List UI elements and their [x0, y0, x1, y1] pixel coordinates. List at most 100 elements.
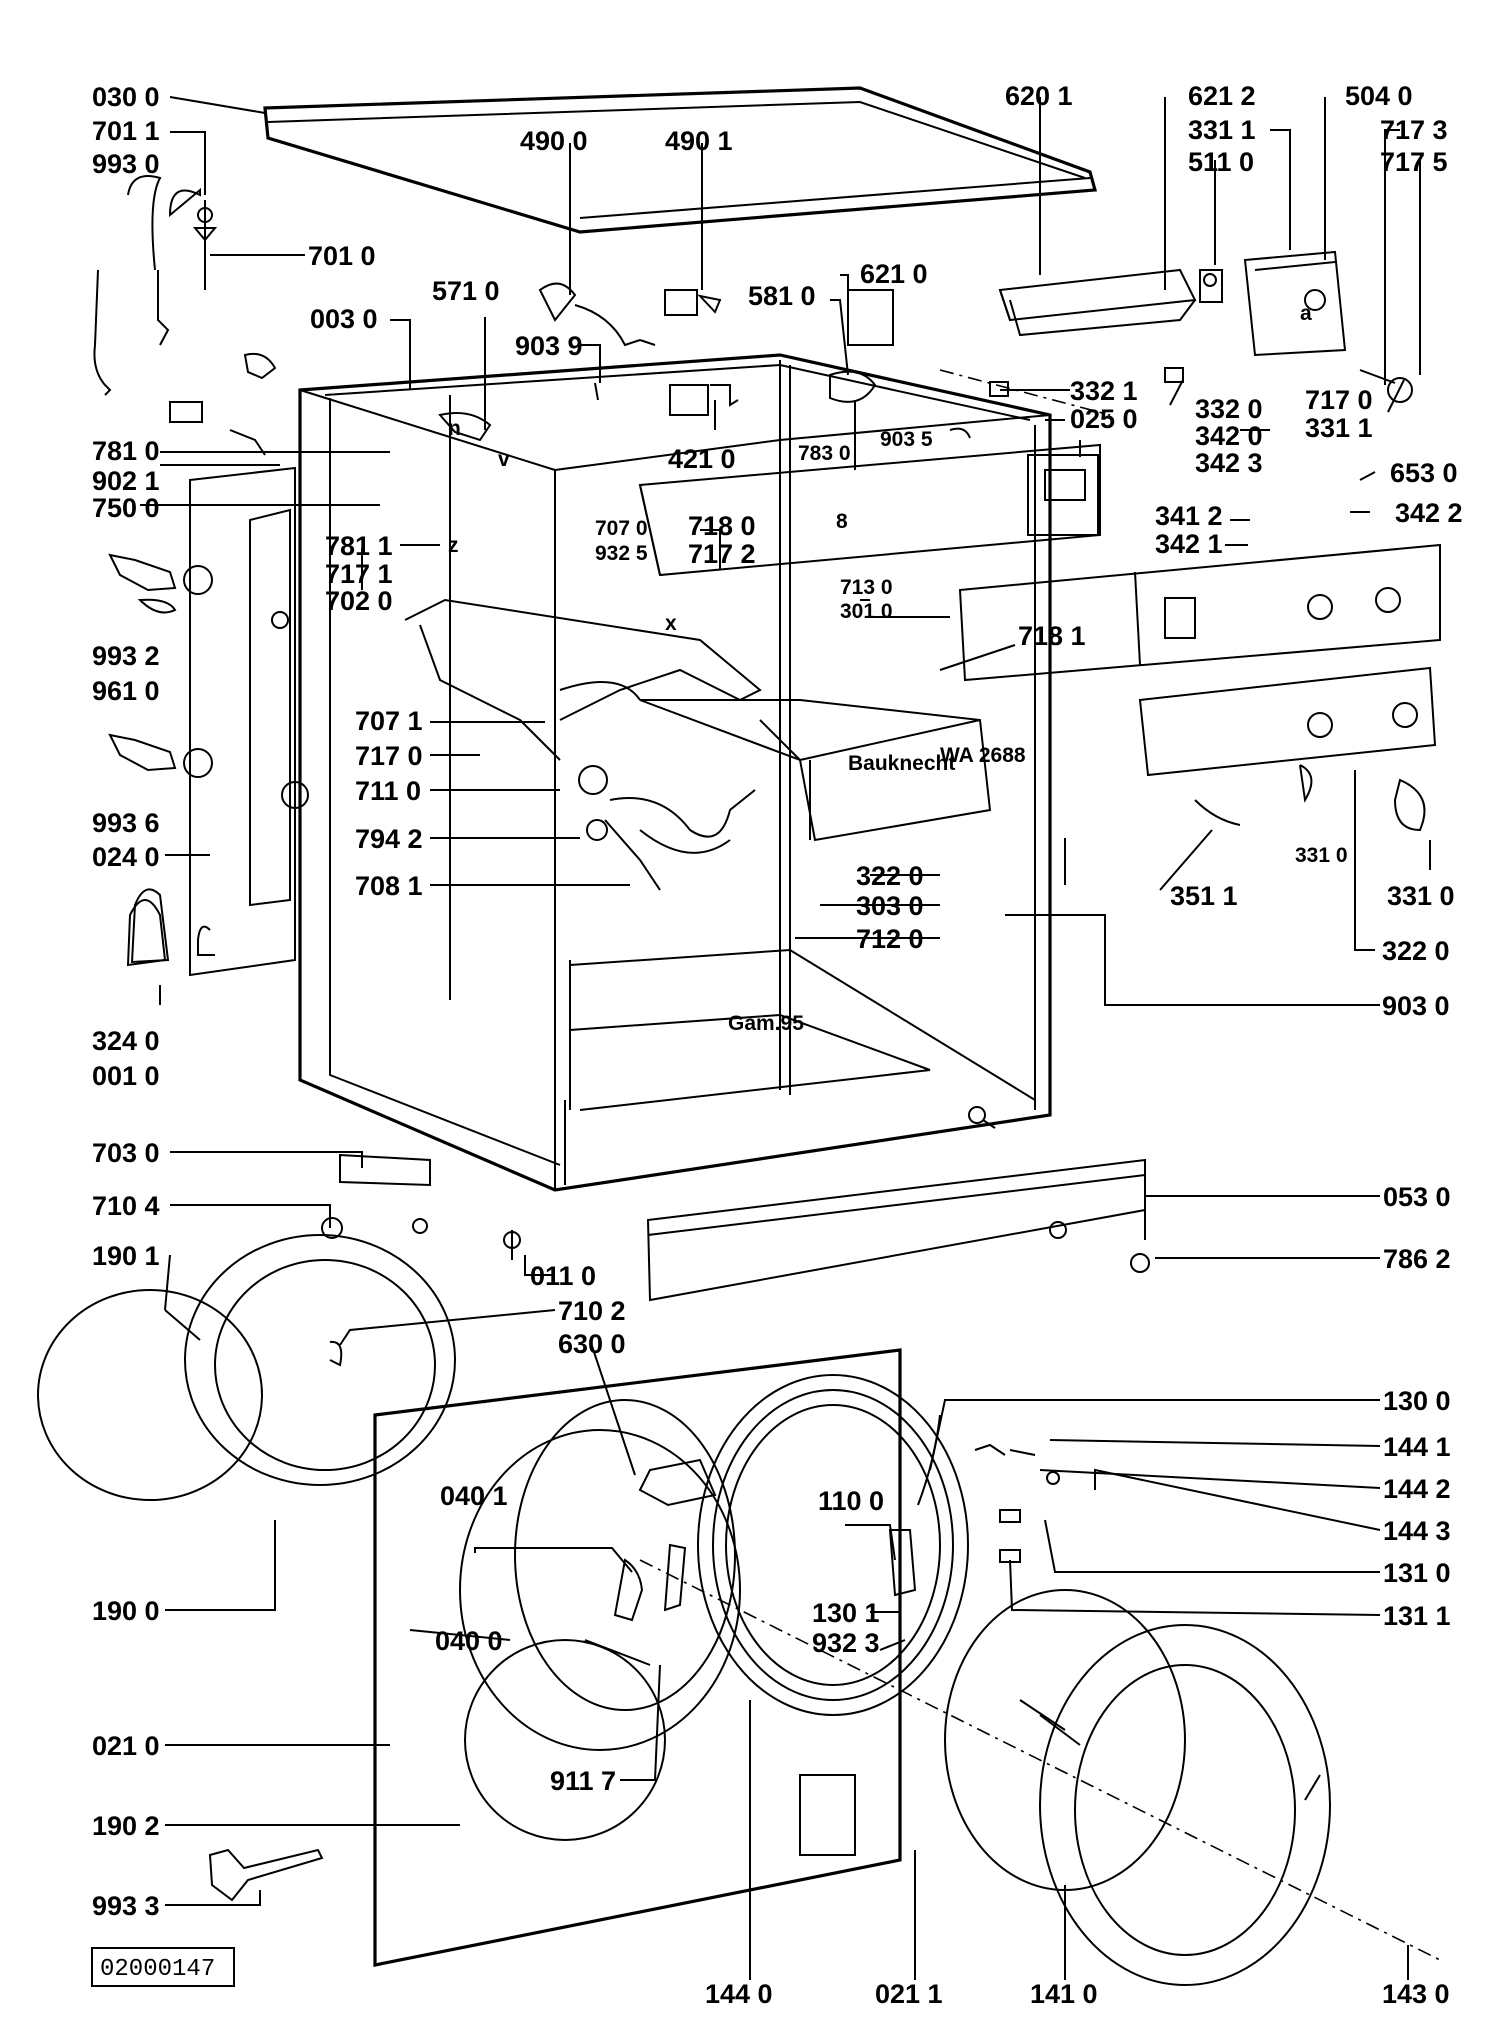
part-label: 707 0	[595, 517, 648, 540]
part-label: 351 1	[1170, 881, 1238, 911]
part-label: 621 0	[860, 259, 928, 289]
part-label: 342 1	[1155, 529, 1223, 559]
inline-letter: a	[1300, 302, 1312, 325]
model-text: WA 2688	[940, 744, 1026, 767]
part-label: 718 1	[1018, 621, 1086, 651]
part-label: 342 3	[1195, 448, 1263, 478]
part-label: 421 0	[668, 444, 736, 474]
part-label: 717 5	[1380, 147, 1448, 177]
part-label: 701 0	[308, 241, 376, 271]
inline-letter: x	[665, 612, 677, 635]
drum-rear	[37, 1153, 521, 1501]
part-label: 701 1	[92, 116, 160, 146]
rear-panel	[189, 466, 309, 977]
part-label: 750 0	[92, 493, 160, 523]
part-label: 331 1	[1305, 413, 1373, 443]
top-axis	[939, 369, 1111, 416]
part-label: 141 0	[1030, 1979, 1098, 2009]
part-label: 710 4	[92, 1191, 160, 1221]
inline-letter: 8	[836, 510, 848, 533]
part-label: 332 1	[1070, 376, 1138, 406]
part-label: 110 0	[818, 1486, 884, 1516]
part-label: 001 0	[92, 1061, 160, 1091]
part-label: 331 1	[1188, 115, 1256, 145]
switch-block	[989, 250, 1413, 403]
part-label: 707 1	[355, 706, 423, 736]
brand-text: Bauknecht	[848, 752, 955, 775]
part-label: 490 1	[665, 126, 733, 156]
part-label: 130 0	[1383, 1386, 1451, 1416]
part-label: 144 0	[705, 1979, 773, 2009]
drawing-code: 02000147	[100, 1956, 215, 1983]
spanner	[208, 1848, 324, 1902]
part-label: 143 0	[1382, 1979, 1450, 2009]
part-label: 341 2	[1155, 501, 1223, 531]
part-label: 040 1	[440, 1481, 508, 1511]
part-label: 903 9	[515, 331, 583, 361]
part-label: 011 0	[530, 1261, 596, 1291]
stamp-text: Gam.95	[728, 1012, 804, 1035]
center-axis	[639, 1559, 1441, 1961]
part-label: 717 1	[325, 559, 393, 589]
front-panel	[373, 1348, 902, 1967]
part-label: 303 0	[856, 891, 924, 921]
part-label: 621 2	[1188, 81, 1256, 111]
leader-lines	[140, 96, 1431, 1980]
foot	[126, 899, 167, 967]
part-label: 702 0	[325, 586, 393, 616]
part-label: 993 0	[92, 149, 160, 179]
part-label: 711 0	[355, 776, 421, 806]
left-small-parts	[93, 175, 277, 964]
part-label: 190 0	[92, 1596, 160, 1626]
part-label: 717 0	[1305, 385, 1373, 415]
part-label: 993 2	[92, 641, 160, 671]
door-glass	[944, 1589, 1331, 1986]
part-label: 342 2	[1395, 498, 1463, 528]
part-labels: 030 0 701 1 993 0 701 0 003 0 781 0 902 …	[92, 81, 1463, 2009]
part-label: 324 0	[92, 1026, 160, 1056]
part-label: 322 0	[1382, 936, 1450, 966]
part-label: 581 0	[748, 281, 816, 311]
part-label: 342 0	[1195, 421, 1263, 451]
part-label: 130 1	[812, 1598, 880, 1628]
dispenser	[404, 443, 1101, 891]
part-label: 331 0	[1295, 844, 1348, 867]
part-label: 794 2	[355, 824, 423, 854]
machine-illustration: Bauknecht WA 2688 Gam.95	[37, 86, 1441, 1986]
control-panel	[958, 543, 1441, 832]
part-label: 718 0	[688, 511, 756, 541]
part-label: 993 3	[92, 1891, 160, 1921]
part-label: 902 1	[92, 466, 160, 496]
part-label: 781 0	[92, 436, 160, 466]
part-label: 331 0	[1387, 881, 1455, 911]
part-label: 021 0	[92, 1731, 160, 1761]
inline-letter: v	[498, 448, 510, 471]
inline-letters: n z v x a 8	[448, 302, 1312, 635]
part-label: 301 0	[840, 600, 893, 623]
drawing-code-box: 02000147	[91, 1947, 235, 1987]
part-label: 786 2	[1383, 1244, 1451, 1274]
part-label: 144 2	[1383, 1474, 1451, 1504]
part-label: 190 1	[92, 1241, 160, 1271]
part-label: 504 0	[1345, 81, 1413, 111]
part-label: 781 1	[325, 531, 393, 561]
part-label: 040 0	[435, 1626, 503, 1656]
part-label: 024 0	[92, 842, 160, 872]
part-label: 490 0	[520, 126, 588, 156]
part-label: 511 0	[1188, 147, 1254, 177]
part-label: 903 0	[1382, 991, 1450, 1021]
part-label: 708 1	[355, 871, 423, 901]
part-label: 030 0	[92, 82, 160, 112]
cabinet	[298, 353, 1052, 1192]
part-label: 932 3	[812, 1628, 880, 1658]
part-label: 131 1	[1383, 1601, 1451, 1631]
part-label: 932 5	[595, 542, 648, 565]
part-label: 713 0	[840, 576, 893, 599]
part-label: 571 0	[432, 276, 500, 306]
part-label: 144 1	[1383, 1432, 1451, 1462]
part-label: 021 1	[875, 1979, 943, 2009]
part-label: 630 0	[558, 1329, 626, 1359]
part-label: 710 2	[558, 1296, 626, 1326]
part-label: 903 5	[880, 428, 933, 451]
part-label: 717 0	[355, 741, 423, 771]
